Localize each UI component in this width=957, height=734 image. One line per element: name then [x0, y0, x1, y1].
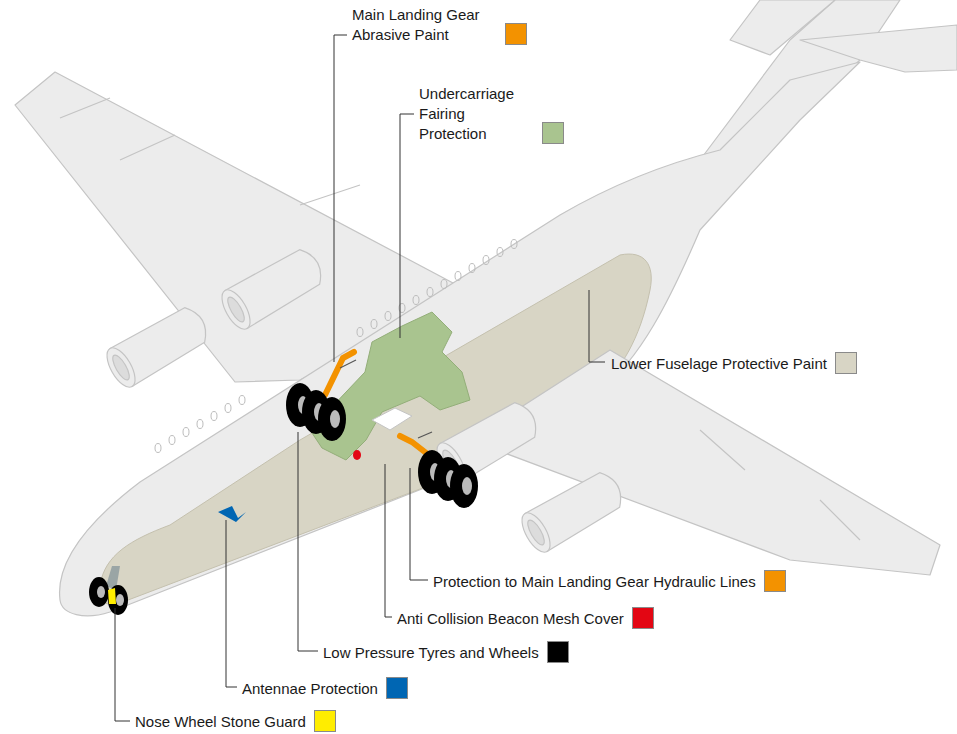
wing-panel-lines: [60, 98, 360, 205]
main-wheels: [418, 450, 478, 508]
engine: [516, 466, 628, 556]
main-gear-strut: [325, 352, 354, 395]
callout-label: Nose Wheel Stone Guard: [135, 710, 336, 732]
legend-swatch: [632, 607, 654, 629]
antenna: [218, 506, 246, 522]
callout-text: Main Landing Gear Abrasive Paint: [352, 5, 497, 45]
callout-label: Lower Fuselage Protective Paint: [611, 352, 857, 374]
callout-text: Undercarriage Fairing Protection: [419, 84, 534, 144]
nose-wheels: [89, 577, 128, 615]
callout-text: Nose Wheel Stone Guard: [135, 712, 306, 732]
callout-text: Anti Collision Beacon Mesh Cover: [397, 609, 624, 629]
legend-swatch: [835, 352, 857, 374]
legend-swatch: [314, 710, 336, 732]
legend-swatch: [764, 570, 786, 592]
engine: [101, 301, 213, 391]
callout-text: Protection to Main Landing Gear Hydrauli…: [433, 572, 756, 592]
gear-bay: [372, 408, 412, 430]
tail-stabiliser: [800, 25, 957, 72]
anti-collision-beacon: [353, 450, 361, 460]
callout-text: Lower Fuselage Protective Paint: [611, 354, 827, 374]
hydraulic-line: [418, 432, 432, 438]
callout-label: Main Landing Gear Abrasive Paint: [352, 5, 527, 45]
tail-stabiliser-left: [730, 0, 835, 55]
legend-swatch: [505, 23, 527, 45]
callout-label: Antennae Protection: [242, 677, 408, 699]
wing-panel-lines: [700, 430, 860, 540]
legend-swatch: [542, 122, 564, 144]
callout-label: Anti Collision Beacon Mesh Cover: [397, 607, 654, 629]
legend-swatch: [547, 641, 569, 663]
callout-label: Undercarriage Fairing Protection: [419, 84, 564, 144]
engine: [216, 243, 328, 333]
legend-swatch: [386, 677, 408, 699]
hydraulic-line: [340, 360, 356, 368]
callout-label: Protection to Main Landing Gear Hydrauli…: [433, 570, 786, 592]
callout-label: Low Pressure Tyres and Wheels: [323, 641, 569, 663]
callout-text: Antennae Protection: [242, 679, 378, 699]
main-wheels: [286, 383, 346, 441]
right-wing: [470, 350, 940, 575]
callout-text: Low Pressure Tyres and Wheels: [323, 643, 539, 663]
stone-guard: [108, 588, 116, 604]
